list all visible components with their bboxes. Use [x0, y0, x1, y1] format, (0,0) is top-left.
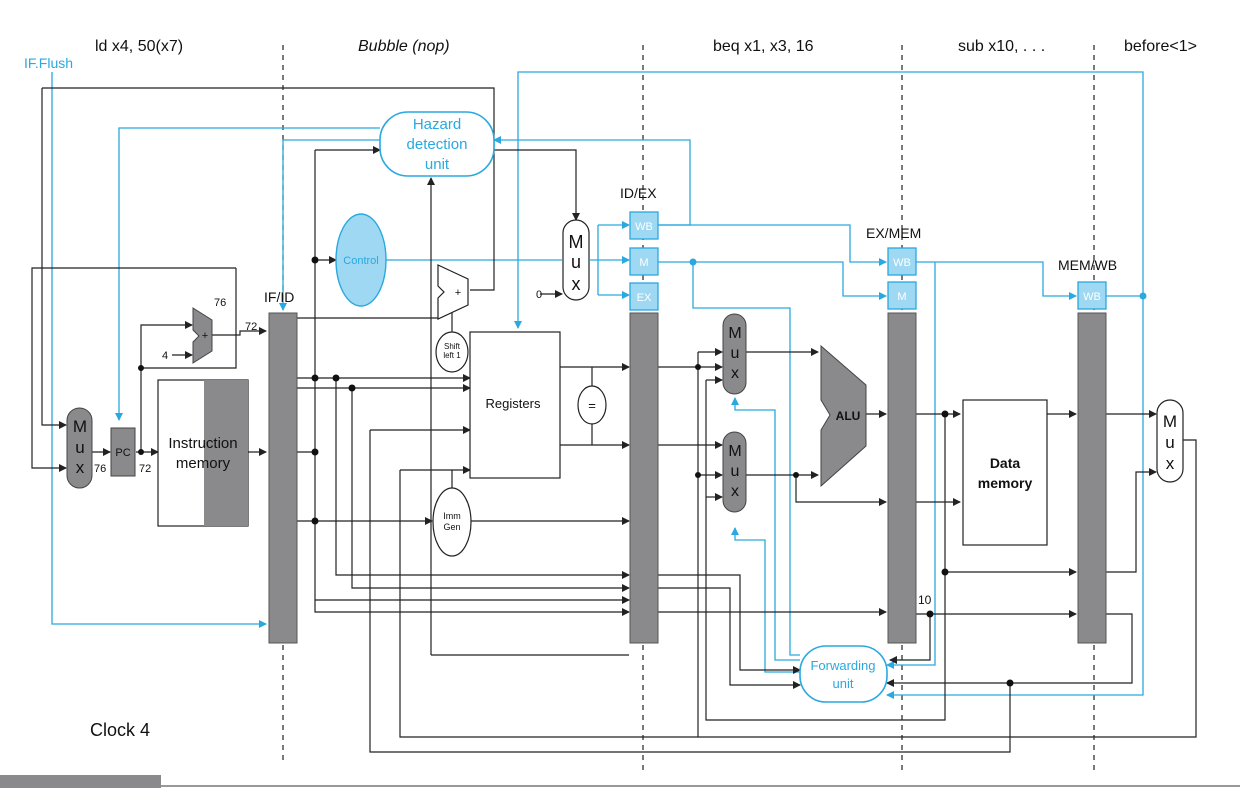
mem-wb-wb-text: WB — [1083, 291, 1101, 303]
register-ten-label: 10 — [918, 593, 932, 607]
stage-label-if: ld x4, 50(x7) — [95, 38, 183, 55]
branch-adder-plus: + — [455, 287, 461, 299]
junction-dot — [1139, 292, 1147, 300]
forward-a-mux — [722, 313, 747, 395]
imem-line-1: Instruction — [168, 435, 237, 452]
shift-line-2: left 1 — [443, 351, 461, 360]
hazard-line-3: unit — [425, 156, 450, 173]
pc-in-value: 76 — [94, 463, 106, 475]
forwarding-line-2: unit — [833, 676, 854, 691]
fb-mux-x: x — [731, 483, 739, 500]
stage-label-id: Bubble (nop) — [358, 38, 450, 55]
data-memory — [962, 399, 1048, 546]
alu-label: ALU — [836, 409, 861, 423]
fa-mux-m: M — [728, 325, 741, 342]
ex-mem-wb-field — [887, 247, 917, 276]
wb-mux-m: M — [1163, 412, 1177, 431]
pc-mux-x: x — [76, 458, 85, 477]
ex-mem-m-field — [887, 281, 917, 310]
id-ex-wb-text: WB — [635, 221, 653, 233]
equality-comparator — [577, 385, 607, 425]
dmem-line-2: memory — [978, 475, 1033, 491]
junction-dots — [138, 256, 1014, 687]
id-ex-register — [629, 312, 659, 644]
fb-mux-u: u — [731, 463, 740, 480]
imem-line-2: memory — [176, 455, 231, 472]
control-mux-m: M — [569, 232, 584, 252]
imm-gen-unit — [432, 487, 472, 557]
ex-mem-wb-text: WB — [893, 257, 911, 269]
branch-adder — [437, 264, 469, 320]
footer-bar — [0, 775, 161, 788]
if-flush-label: IF.Flush — [24, 55, 73, 71]
fa-mux-u: u — [731, 345, 740, 362]
mem-wb-register — [1077, 312, 1107, 644]
control-wires — [51, 71, 1144, 699]
control-label: Control — [343, 255, 378, 267]
stage-label-wb: before<1> — [1124, 38, 1197, 55]
adder-out-76: 76 — [214, 297, 226, 309]
ex-mem-register — [887, 312, 917, 644]
pc-label: PC — [115, 447, 130, 459]
clock-label: Clock 4 — [90, 720, 150, 740]
adder-out-72: 72 — [245, 321, 257, 333]
forwarding-line-1: Forwarding — [810, 658, 875, 673]
id-ex-m-field — [629, 247, 659, 276]
wb-mux-u: u — [1165, 433, 1174, 452]
control-unit — [335, 213, 387, 307]
adder-four-label: 4 — [162, 350, 168, 362]
forwarding-unit — [799, 645, 888, 703]
hazard-detection-unit — [379, 111, 495, 177]
control-mux-u: u — [571, 252, 581, 272]
pc-mux-m: M — [73, 417, 87, 436]
pc-out-value: 72 — [139, 463, 151, 475]
registers-label: Registers — [486, 396, 541, 411]
control-mux-x: x — [572, 274, 581, 294]
writeback-mux — [1156, 399, 1184, 483]
id-ex-m-text: M — [639, 257, 648, 269]
shift-line-1: Shift — [444, 342, 461, 351]
id-ex-wb-field — [629, 211, 659, 240]
hazard-line-1: Hazard — [413, 116, 461, 133]
alu — [820, 344, 867, 488]
pc-mux-u: u — [75, 438, 84, 457]
imm-line-1: Imm — [443, 511, 461, 521]
wb-mux-x: x — [1166, 454, 1175, 473]
dmem-line-1: Data — [990, 455, 1021, 471]
instruction-memory-shade — [204, 380, 248, 526]
data-wires — [31, 87, 1197, 753]
register-file — [469, 331, 561, 479]
forward-b-mux — [722, 431, 747, 513]
junction-dot — [689, 258, 697, 266]
if-id-label: IF/ID — [264, 289, 294, 305]
id-ex-ex-text: EX — [637, 292, 652, 304]
equal-label: = — [588, 398, 596, 413]
id-ex-ex-field — [629, 282, 659, 311]
if-id-register — [268, 312, 298, 644]
mem-wb-label: MEM/WB — [1058, 257, 1117, 273]
shift-left-unit — [435, 331, 469, 373]
pc-mux — [66, 407, 93, 489]
hazard-line-2: detection — [407, 136, 468, 153]
mem-wb-wb-field — [1077, 281, 1107, 310]
ex-mem-m-text: M — [897, 291, 906, 303]
fb-mux-m: M — [728, 443, 741, 460]
stage-label-mem: sub x10, . . . — [958, 38, 1045, 55]
program-counter — [110, 427, 136, 477]
pc-adder-plus: + — [202, 330, 208, 342]
stage-label-ex: beq x1, x3, 16 — [713, 38, 814, 55]
fa-mux-x: x — [731, 365, 739, 382]
pc-adder — [192, 307, 213, 364]
control-mux — [562, 219, 590, 301]
imm-line-2: Gen — [443, 522, 460, 532]
id-ex-label: ID/EX — [620, 185, 657, 201]
ex-mem-label: EX/MEM — [866, 225, 921, 241]
zero-input-label: 0 — [536, 289, 542, 301]
